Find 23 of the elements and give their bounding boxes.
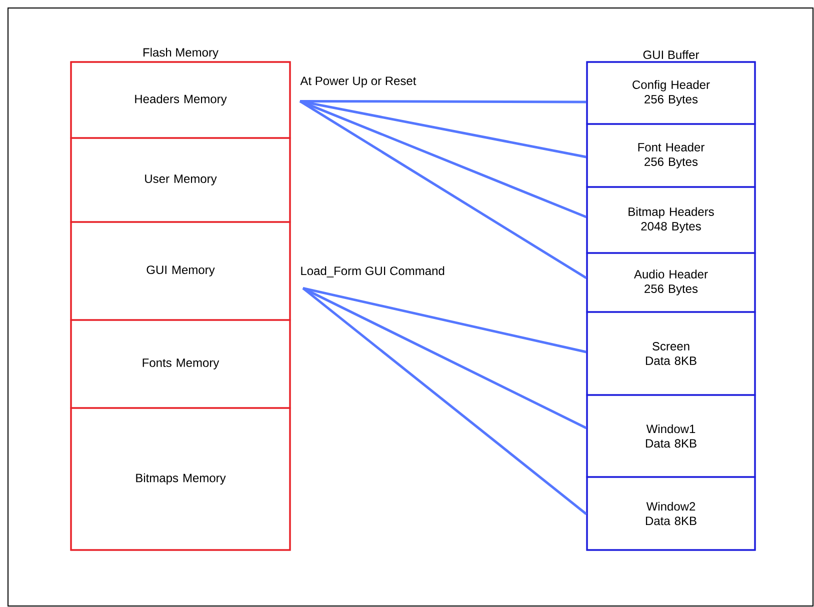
- memory-cell: GUI Memory: [70, 221, 291, 321]
- stack-heading: GUI Buffer: [643, 50, 700, 60]
- memory-cell: Bitmaps Memory: [70, 407, 291, 551]
- memory-cell: Window2 Data 8KB: [586, 476, 756, 551]
- memory-cell: Headers Memory: [70, 61, 291, 139]
- event-label: Load_Form GUI Command: [301, 266, 444, 278]
- connector-line: [300, 100, 586, 104]
- memory-cell: User Memory: [70, 137, 291, 223]
- event-label: At Power Up or Reset: [300, 76, 416, 88]
- memory-cell: Fonts Memory: [70, 319, 291, 409]
- memory-cell: Bitmap Headers 2048 Bytes: [586, 186, 756, 254]
- stack-heading: Flash Memory: [144, 48, 218, 60]
- connector-line: [302, 286, 587, 354]
- memory-cell: Audio Header 256 Bytes: [586, 252, 756, 313]
- connector-line: [300, 100, 586, 158]
- connector-line: [302, 287, 587, 430]
- connector-line: [300, 100, 587, 218]
- memory-cell: Config Header 256 Bytes: [586, 61, 756, 125]
- memory-cell: Font Header 256 Bytes: [586, 123, 756, 188]
- connector-line: [302, 287, 588, 515]
- memory-cell: Screen Data 8KB: [586, 311, 756, 396]
- connector-line: [299, 100, 587, 280]
- memory-cell: Window1 Data 8KB: [586, 394, 756, 478]
